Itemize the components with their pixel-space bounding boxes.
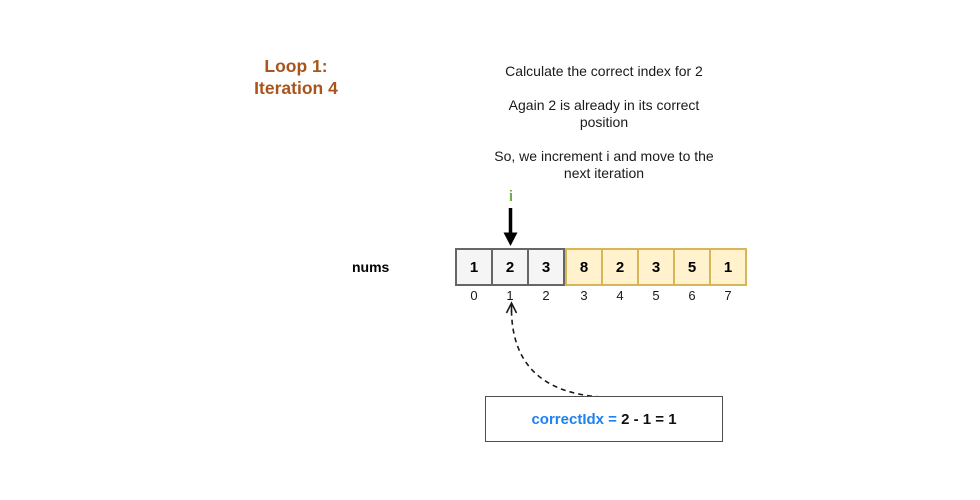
array-cell-0: 1 (455, 248, 493, 286)
cell-value: 5 (687, 258, 697, 276)
explanation-text: Calculate the correct index for 2 Again … (454, 47, 754, 183)
explanation-line: Again 2 is already in its correct (508, 96, 700, 113)
correctidx-expression: 2 - 1 = 1 (621, 410, 677, 428)
index-labels: 0 1 2 3 4 5 6 7 (455, 288, 747, 303)
i-pointer-arrow (503, 208, 518, 246)
explanation-line: position (579, 114, 629, 130)
cell-value: 3 (541, 258, 551, 276)
index-label-3: 3 (580, 288, 588, 303)
iteration-title-line1: Loop 1: (264, 56, 328, 76)
iteration-title: Loop 1: Iteration 4 (196, 55, 396, 99)
index-label-7: 7 (724, 288, 732, 303)
index-label-0: 0 (470, 288, 478, 303)
cell-value: 8 (579, 258, 589, 276)
cell-value: 3 (651, 258, 661, 276)
array-cell-1: 2 (491, 248, 529, 286)
i-pointer-label: i (508, 188, 514, 205)
explanation-line: next iteration (563, 165, 645, 181)
correctidx-box: correctIdx = 2 - 1 = 1 (485, 396, 723, 442)
array-cell-5: 3 (637, 248, 675, 286)
array-cell-6: 5 (673, 248, 711, 286)
explanation-line: Calculate the correct index for 2 (505, 63, 703, 79)
index-label-5: 5 (652, 288, 660, 303)
cell-value: 2 (505, 258, 515, 276)
index-label-1: 1 (506, 288, 514, 303)
array-cell-7: 1 (709, 248, 747, 286)
explanation-line: So, we increment i and move to the (494, 147, 714, 164)
index-label-6: 6 (688, 288, 696, 303)
cell-value: 2 (615, 258, 625, 276)
array-cell-4: 2 (601, 248, 639, 286)
cell-value: 1 (469, 258, 479, 276)
correctidx-label: correctIdx = (531, 410, 622, 428)
index-label-2: 2 (542, 288, 550, 303)
nums-array: 1 2 3 8 2 3 5 1 (455, 248, 747, 286)
array-cell-2: 3 (527, 248, 565, 286)
cell-value: 1 (723, 258, 733, 276)
array-name-label: nums (352, 259, 390, 275)
array-cell-3: 8 (565, 248, 603, 286)
index-label-4: 4 (616, 288, 624, 303)
iteration-title-line2: Iteration 4 (254, 78, 338, 98)
correctidx-dashed-arrow (505, 301, 602, 398)
